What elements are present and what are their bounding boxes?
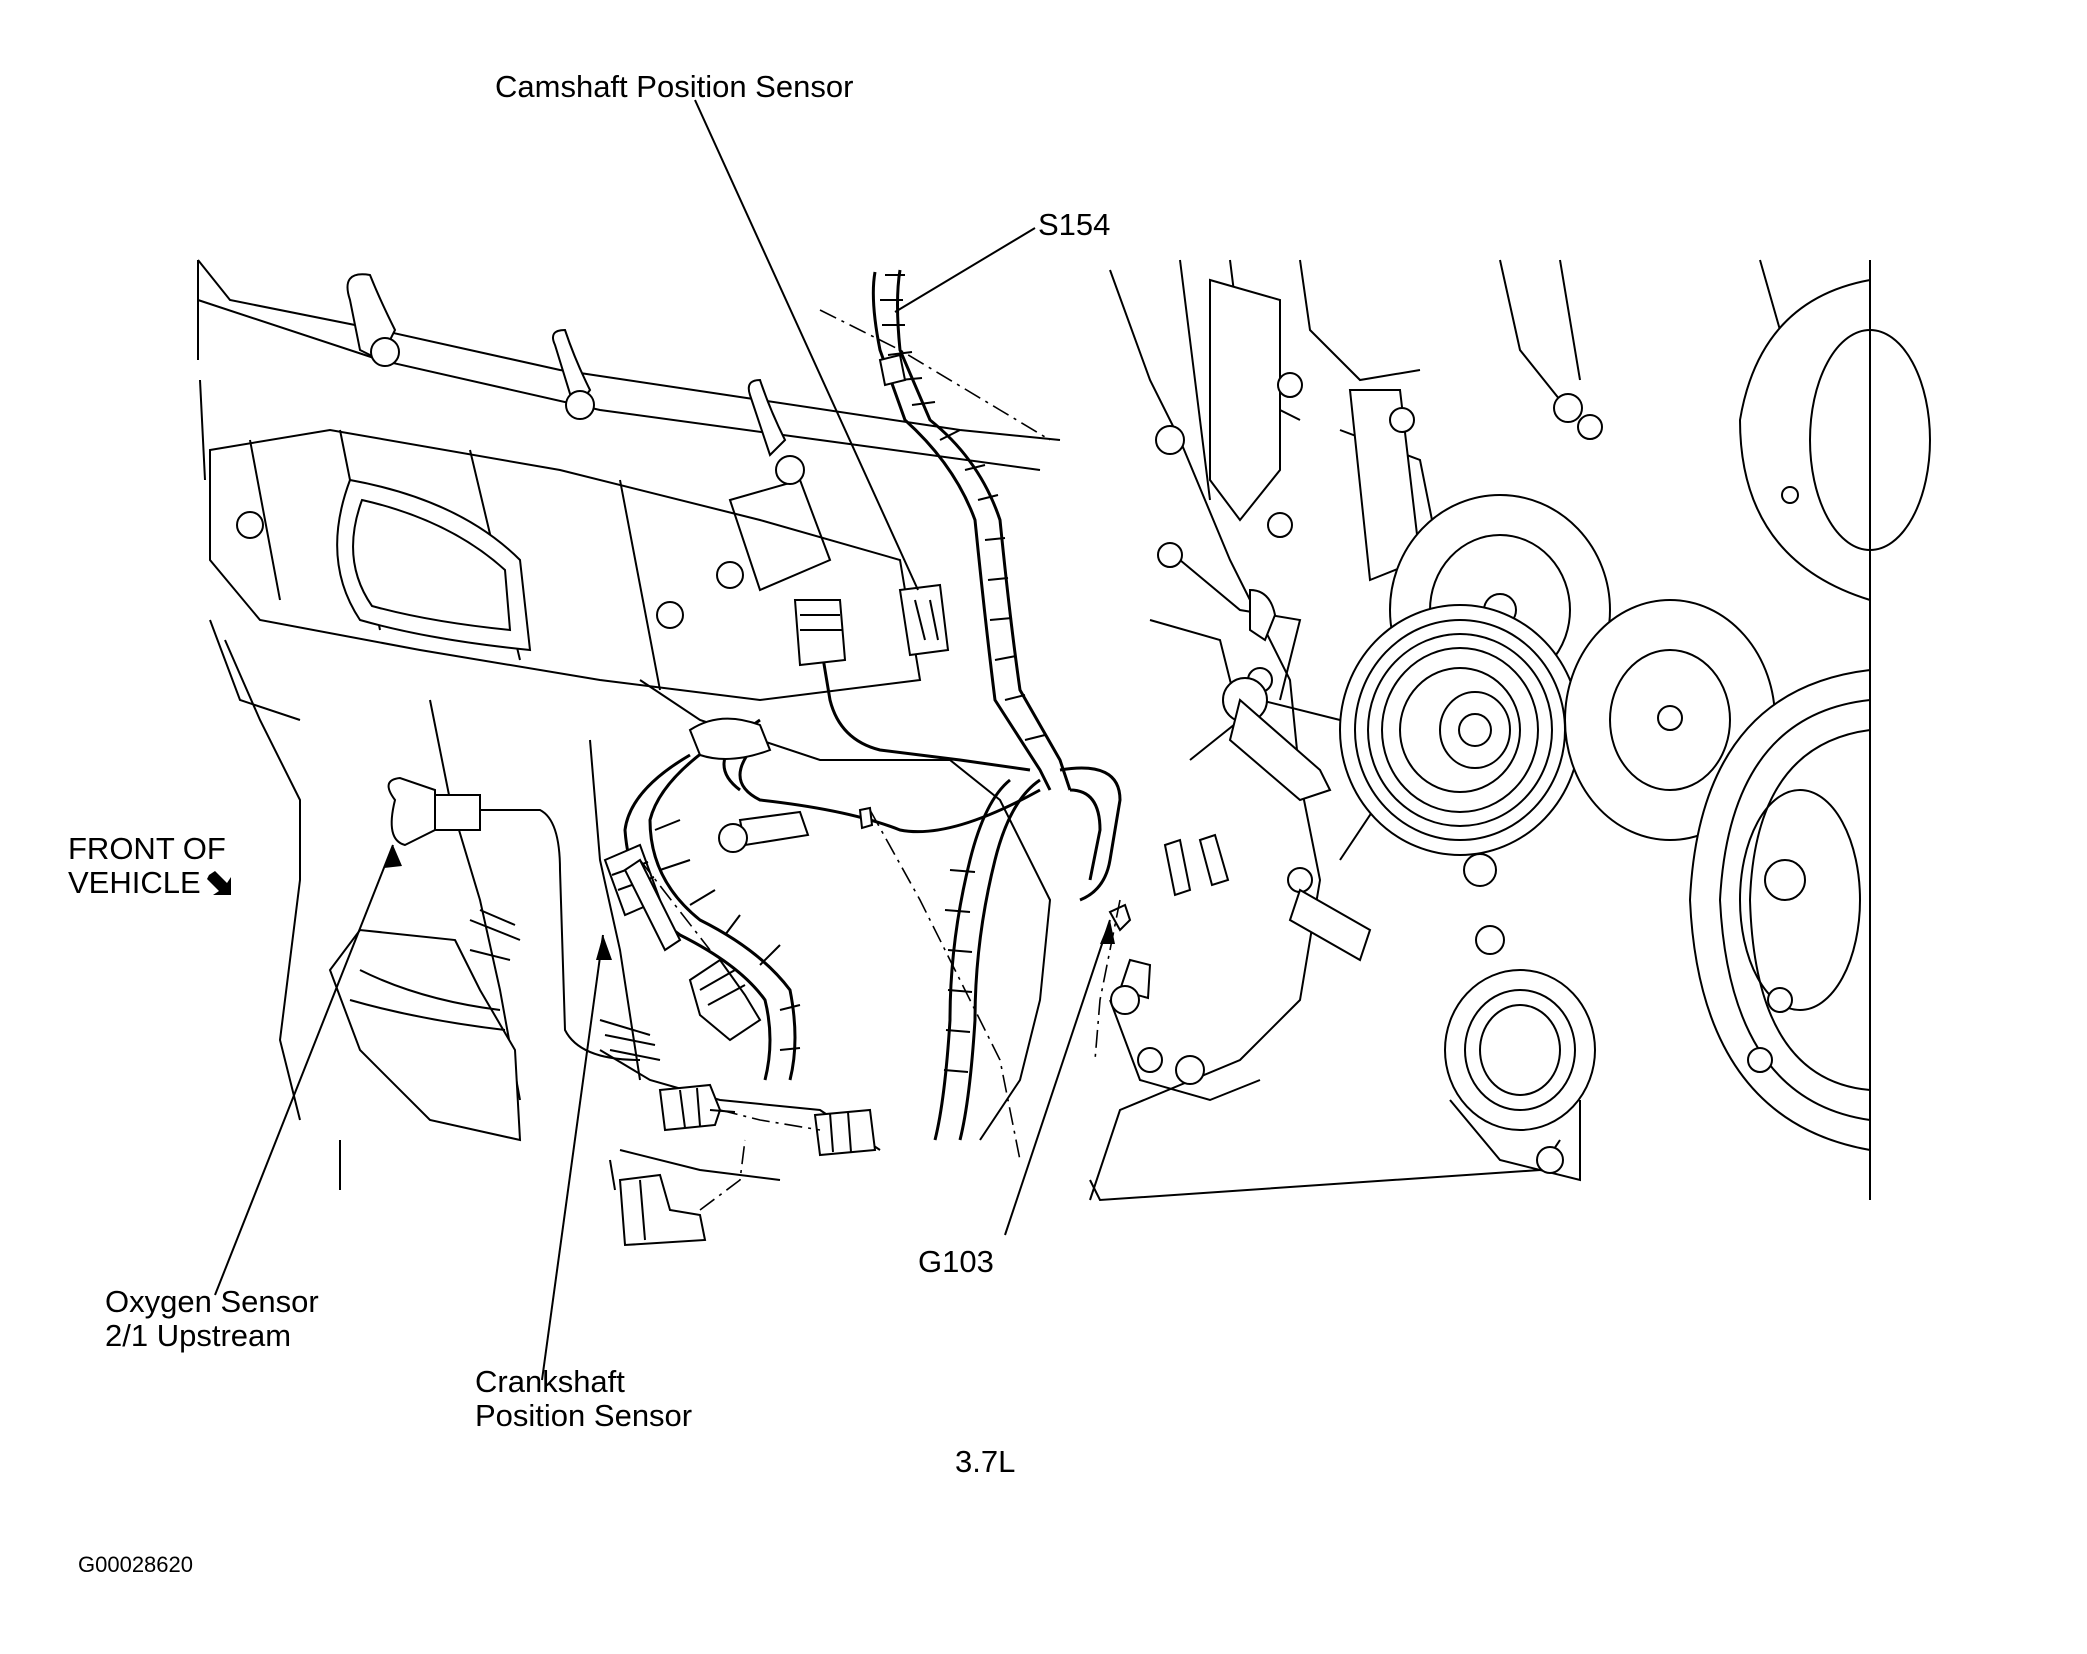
hidden-lines (639, 309, 1121, 1211)
engine-front-housing (1089, 259, 1871, 1202)
oxygen-sensor-line1: Oxygen Sensor (105, 1284, 319, 1319)
wiring-harness (623, 269, 1122, 1141)
manifold-bolts (236, 273, 805, 629)
camshaft-position-sensor-label: Camshaft Position Sensor (495, 69, 854, 104)
front-of-vehicle-line1: FRONT OF (68, 831, 226, 866)
connectors (603, 353, 1277, 1247)
engine-block-lower (224, 639, 1052, 1191)
leader-lines (214, 99, 1115, 1381)
crankshaft-position-sensor-label: Crankshaft Position Sensor (475, 1365, 692, 1433)
figure-id-label: G00028620 (78, 1552, 193, 1577)
crankshaft-line2: Position Sensor (475, 1398, 693, 1433)
valve-cover (197, 259, 1061, 721)
arrow-down-right-icon (206, 871, 231, 895)
engine-size-label: 3.7L (955, 1444, 1016, 1479)
s154-label: S154 (1038, 207, 1111, 242)
front-of-vehicle-line2-row: VEHICLE (68, 866, 233, 900)
accessory-bolts (1118, 372, 1603, 1174)
front-of-vehicle-label: FRONT OF VEHICLE (68, 832, 233, 900)
pulleys (1339, 278, 1931, 1152)
g103-label: G103 (918, 1244, 994, 1279)
front-of-vehicle-line2: VEHICLE (68, 865, 201, 900)
crankshaft-line1: Crankshaft (475, 1364, 625, 1399)
oxygen-sensor-label: Oxygen Sensor 2/1 Upstream (105, 1285, 319, 1353)
oxygen-sensor-line2: 2/1 Upstream (105, 1318, 292, 1353)
oxygen-sensor (387, 776, 641, 1061)
